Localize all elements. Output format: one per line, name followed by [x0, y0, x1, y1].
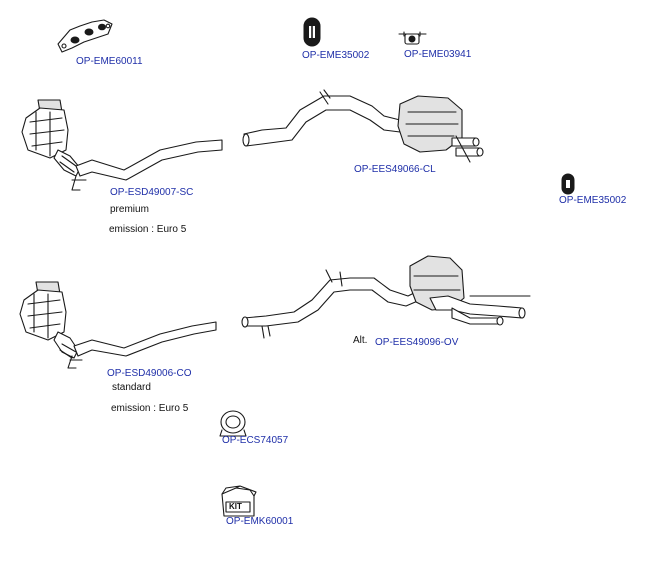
part-code-esd49006[interactable]: OP-ESD49006-CO [107, 368, 192, 379]
note-emission-upper: emission : Euro 5 [109, 224, 187, 235]
rear-silencer-icon[interactable] [242, 89, 484, 163]
rubber-hanger-icon[interactable] [303, 17, 321, 47]
gasket-icon[interactable] [57, 19, 113, 53]
part-code-eme35002-right[interactable]: OP-EME35002 [559, 195, 627, 206]
rubber-hanger-icon[interactable] [561, 173, 575, 195]
center-pipe-icon[interactable] [241, 255, 531, 339]
part-code-ees49096[interactable]: OP-EES49096-OV [375, 337, 459, 348]
note-emission-lower: emission : Euro 5 [111, 403, 189, 414]
note-standard: standard [112, 382, 151, 393]
part-code-eme35002-top[interactable]: OP-EME35002 [302, 50, 370, 61]
note-premium: premium [110, 204, 149, 215]
mount-bracket-icon[interactable] [398, 31, 427, 45]
kit-label: KIT [229, 502, 242, 511]
catalytic-converter-icon[interactable] [19, 281, 217, 369]
clamp-icon[interactable] [219, 410, 247, 437]
mounting-kit-box-icon[interactable] [221, 485, 257, 517]
part-code-eme03941[interactable]: OP-EME03941 [404, 49, 472, 60]
note-alt: Alt. [353, 335, 368, 346]
part-code-emk60001[interactable]: OP-EMK60001 [226, 516, 294, 527]
part-code-eme60011[interactable]: OP-EME60011 [76, 56, 143, 67]
catalytic-converter-icon[interactable] [21, 99, 223, 191]
part-code-esd49007[interactable]: OP-ESD49007-SC [110, 187, 194, 198]
part-code-ecs74057[interactable]: OP-ECS74057 [222, 435, 289, 446]
part-code-ees49066[interactable]: OP-EES49066-CL [354, 164, 436, 175]
